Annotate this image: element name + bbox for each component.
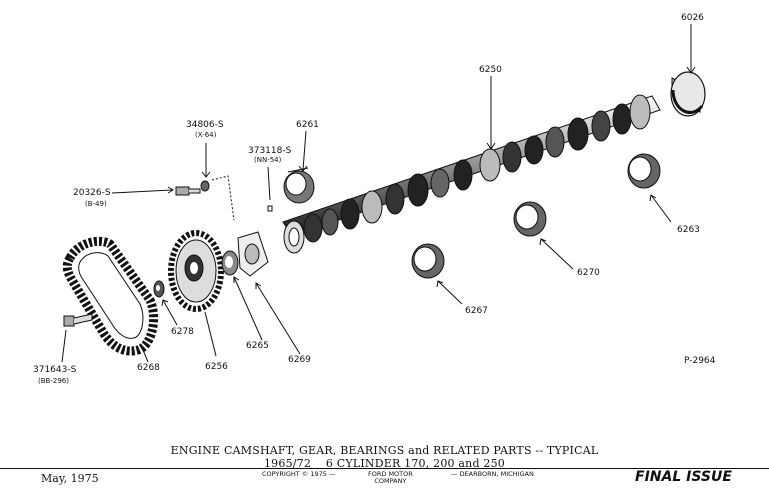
callout-373118-s: 373118-S bbox=[248, 146, 292, 156]
thrust-plate bbox=[237, 231, 269, 277]
callout-6268: 6268 bbox=[137, 363, 160, 373]
callout-34806-s: 34806-S bbox=[186, 120, 224, 130]
copyright-notice: COPYRIGHT © 1975 — bbox=[262, 470, 336, 478]
callout-371643-s-ref: (BB-296) bbox=[38, 377, 69, 385]
callout-6265: 6265 bbox=[246, 341, 269, 351]
callout-6256: 6256 bbox=[205, 362, 228, 372]
camshaft-sprocket bbox=[168, 230, 224, 312]
camshaft-rear-plug bbox=[670, 71, 706, 117]
callout-6278: 6278 bbox=[171, 327, 194, 337]
caption-title: ENGINE CAMSHAFT, GEAR, BEARINGS and RELA… bbox=[170, 444, 599, 457]
bearing-6267 bbox=[411, 243, 445, 279]
spacer-6278 bbox=[153, 280, 165, 298]
issue-status: FINAL ISSUE bbox=[635, 469, 732, 485]
issue-date: May, 1975 bbox=[41, 472, 99, 485]
callout-373118-s-ref: (NN-54) bbox=[254, 156, 282, 164]
bearing-6270 bbox=[513, 201, 547, 237]
washer-34806-S bbox=[200, 180, 210, 192]
callout-6263: 6263 bbox=[677, 225, 700, 235]
caption-subtitle: 1965/72 6 CYLINDER 170, 200 and 250 bbox=[263, 457, 506, 470]
callout-6267: 6267 bbox=[465, 306, 488, 316]
key-373118-S bbox=[267, 205, 273, 212]
callout-6250: 6250 bbox=[479, 65, 502, 75]
bearing-6263 bbox=[627, 153, 661, 189]
camshaft-lobes bbox=[283, 94, 651, 254]
company-name-line2: COMPANY bbox=[374, 477, 407, 486]
footer-rule bbox=[0, 468, 769, 469]
callout-6270: 6270 bbox=[577, 268, 600, 278]
company-name-line1: FORD MOTOR bbox=[368, 470, 413, 478]
camshaft bbox=[282, 94, 661, 254]
callout-20326-s-ref: (B-49) bbox=[85, 200, 107, 208]
callout-20326-s: 20326-S bbox=[73, 188, 111, 198]
leader-lines bbox=[61, 24, 696, 363]
callout-371643-s: 371643-S bbox=[33, 365, 77, 375]
callout-34806-s-ref: (X-64) bbox=[195, 131, 217, 139]
callout-6026: 6026 bbox=[681, 13, 704, 23]
callout-6269: 6269 bbox=[288, 355, 311, 365]
bearing-6261 bbox=[283, 167, 315, 204]
parts-illustration bbox=[61, 24, 706, 363]
bolt-20326-S bbox=[175, 186, 201, 196]
callout-6261: 6261 bbox=[296, 120, 319, 130]
timing-chain bbox=[62, 236, 158, 356]
bolt-371643-S bbox=[63, 313, 93, 327]
spacer-6265 bbox=[221, 250, 239, 276]
assembly-dash-line bbox=[211, 175, 235, 221]
company-location: — DEARBORN, MICHIGAN bbox=[451, 470, 534, 478]
company-name: FORD MOTOR COMPANY bbox=[368, 470, 413, 486]
plate-number: P-2964 bbox=[684, 356, 716, 366]
